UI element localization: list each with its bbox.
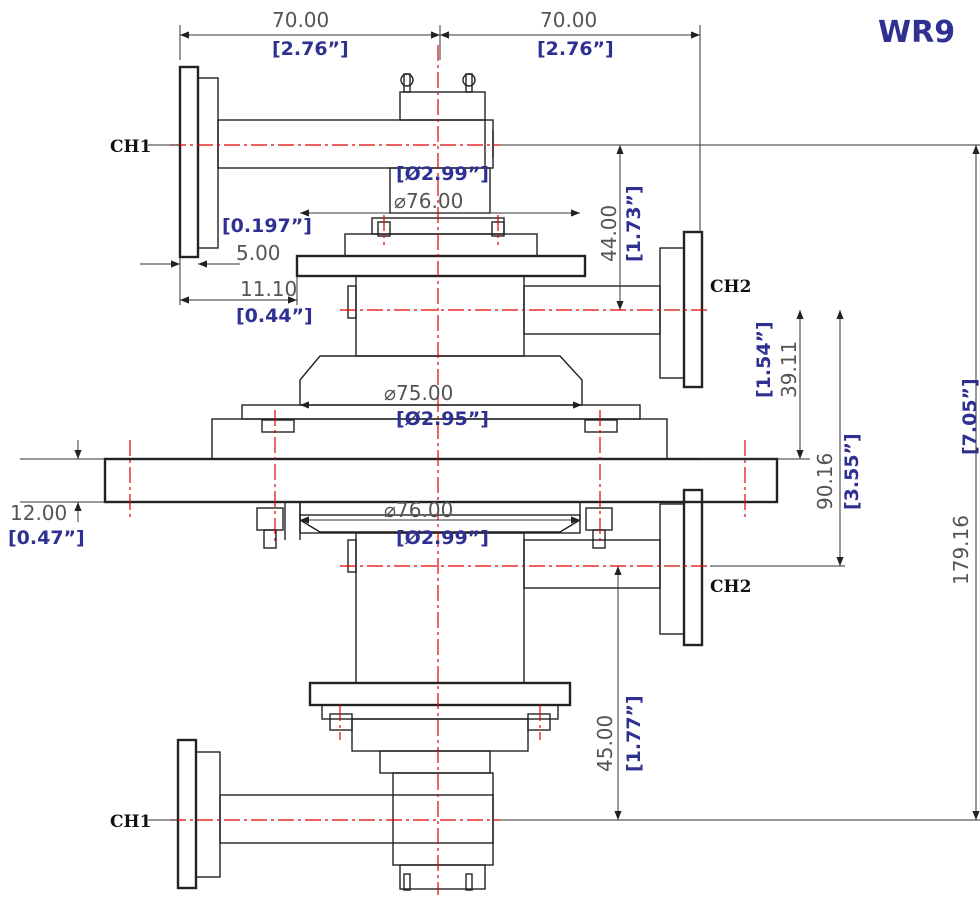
dim-h39-in: [1.54”] bbox=[753, 321, 775, 398]
dim-flange-thk-in: [0.197”] bbox=[222, 215, 312, 237]
bottom-ch1-waveguide bbox=[176, 738, 494, 891]
drawing-title: WR9 bbox=[878, 15, 955, 50]
top-ch1-waveguide bbox=[178, 65, 494, 259]
dim-top-right-mm: 70.00 bbox=[540, 8, 597, 32]
top-flange bbox=[295, 217, 587, 278]
dim-h45-mm: 45.00 bbox=[593, 715, 617, 772]
dim-dia-mid-mm: ⌀75.00 bbox=[384, 381, 453, 405]
dim-offset-in: [0.44”] bbox=[236, 305, 313, 327]
dimension-lines bbox=[20, 25, 980, 821]
dim-dia-low-in: [Ø2.99”] bbox=[396, 527, 489, 549]
dim-plate-thk-mm: 12.00 bbox=[10, 501, 67, 525]
dim-h90-mm: 90.16 bbox=[813, 453, 837, 510]
dim-flange-thk-mm: 5.00 bbox=[236, 241, 281, 265]
lower-ch2-waveguide bbox=[523, 488, 704, 647]
dim-dia-top-mm: ⌀76.00 bbox=[394, 189, 463, 213]
label-ch2-upper: CH2 bbox=[710, 277, 751, 297]
dim-h44-mm: 44.00 bbox=[597, 205, 621, 262]
dim-offset-mm: 11.10 bbox=[240, 277, 297, 301]
dim-plate-thk-in: [0.47”] bbox=[8, 527, 85, 549]
dim-top-left-in: [2.76”] bbox=[272, 38, 349, 60]
dim-h44-in: [1.73”] bbox=[623, 185, 645, 262]
dim-dia-mid-in: [Ø2.95”] bbox=[396, 408, 489, 430]
lower-body bbox=[299, 501, 581, 774]
dim-top-left-mm: 70.00 bbox=[272, 8, 329, 32]
dim-h45-in: [1.77”] bbox=[623, 695, 645, 772]
dim-h179-in: [7.05”] bbox=[959, 378, 980, 455]
label-ch2-lower: CH2 bbox=[710, 577, 751, 597]
label-ch1-bottom: CH1 bbox=[110, 812, 151, 832]
dim-h39-mm: 39.11 bbox=[777, 341, 801, 398]
label-ch1-top: CH1 bbox=[110, 137, 151, 157]
dim-h179-mm: 179.16 bbox=[949, 515, 973, 585]
dim-h90-in: [3.55”] bbox=[841, 433, 863, 510]
upper-body bbox=[211, 275, 668, 460]
center-lines bbox=[129, 45, 746, 895]
dim-dia-top-in: [Ø2.99”] bbox=[396, 163, 489, 185]
dim-dia-low-mm: ⌀76.00 bbox=[384, 498, 453, 522]
dim-top-right-in: [2.76”] bbox=[537, 38, 614, 60]
